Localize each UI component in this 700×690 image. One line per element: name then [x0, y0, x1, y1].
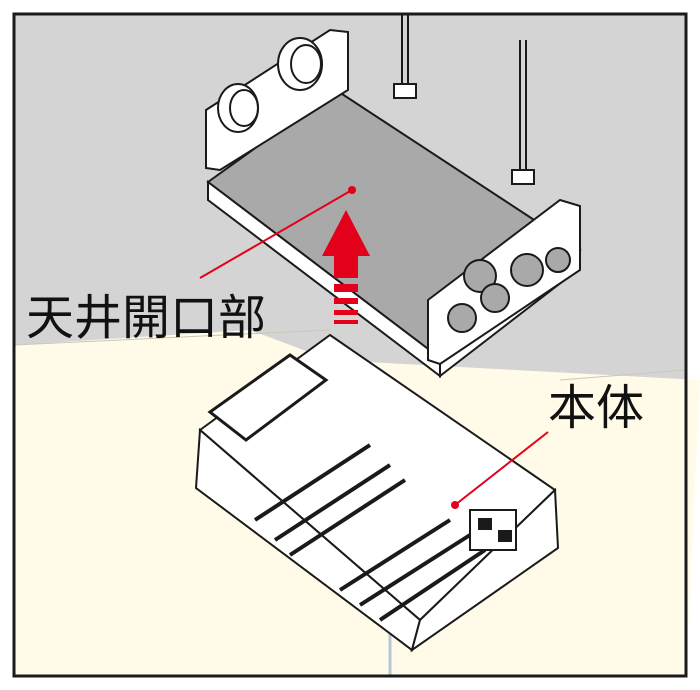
duct-port-1	[463, 259, 497, 293]
unit-access-panel	[207, 353, 329, 442]
floor-wall-area-2	[14, 345, 300, 676]
main-unit-label: 本体	[548, 380, 644, 436]
duct-port-2	[510, 253, 544, 287]
main-unit	[194, 333, 560, 653]
duct-port-4	[480, 283, 510, 313]
corner-line-2	[559, 369, 687, 381]
duct-port-5	[545, 247, 571, 273]
diagram-frame	[12, 12, 688, 678]
main-unit-leader	[454, 431, 549, 506]
ceiling-opening-label: 天井開口部	[26, 290, 266, 346]
duct-ports	[447, 247, 571, 333]
leader-dot-icon-2	[451, 501, 459, 509]
ceiling-opening-leader	[199, 189, 353, 279]
corner-line	[13, 329, 331, 346]
leader-dot-icon	[348, 186, 356, 194]
unit-slots	[253, 443, 487, 622]
upward-arrow-icon	[322, 210, 370, 324]
duct-port-3	[447, 303, 477, 333]
duct-collars	[217, 37, 323, 133]
